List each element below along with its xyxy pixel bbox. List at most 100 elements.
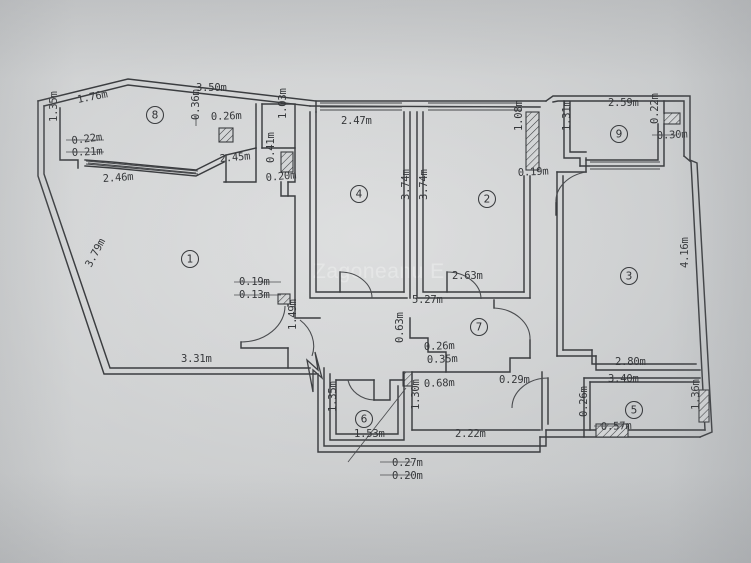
room-badge-4: 4 — [349, 184, 369, 204]
room-badge-circle — [354, 409, 374, 429]
room-5-walls — [583, 377, 701, 438]
dimension-label: 1.36m — [690, 379, 702, 410]
dimension-label: 0.35m — [427, 353, 458, 366]
room-number-label: 6 — [361, 414, 368, 426]
dimension-label: 0.22m — [649, 93, 661, 124]
dimension-label: 0.13m — [239, 289, 270, 301]
room-number-label: 1 — [187, 254, 194, 266]
dimension-label: 5.27m — [412, 294, 443, 306]
hatched-wall-5 — [663, 112, 681, 125]
dimension-label: 0.57m — [601, 420, 632, 433]
room-number-badges: 1 2 3 4 5 6 7 8 9 — [145, 105, 644, 429]
dimension-label: 1.76m — [76, 88, 108, 106]
room-badge-circle — [624, 400, 644, 420]
window-band-8 — [85, 160, 199, 175]
room-3-walls — [555, 157, 701, 371]
room-badge-7: 7 — [469, 317, 489, 337]
dimension-label: 2.22m — [455, 428, 486, 440]
room-badge-circle — [619, 266, 639, 286]
room-badge-circle — [349, 184, 369, 204]
room-badge-3: 3 — [619, 266, 639, 286]
room-9-walls — [563, 100, 665, 170]
dimension-label: 1.30m — [410, 379, 422, 410]
dimension-label: 1.31m — [561, 100, 573, 131]
dimension-label: 0.19m — [239, 276, 270, 288]
dimension-label: 1.35m — [48, 91, 60, 122]
hatched-wall-1 — [218, 127, 234, 143]
room-6-walls — [329, 371, 405, 441]
room-badge-circle — [609, 124, 629, 144]
dimension-label: 1.03m — [277, 88, 289, 119]
window-band-9 — [590, 161, 660, 170]
dimension-label: 0.21m — [72, 145, 103, 159]
hatched-wall-3 — [277, 293, 291, 305]
dimension-label: 0.27m — [392, 457, 423, 469]
dimension-label: 3.31m — [181, 353, 212, 365]
room-8-walls — [59, 103, 263, 177]
room-number-label: 8 — [152, 110, 159, 122]
room-1-door — [240, 305, 315, 369]
dimension-label: 3.79m — [83, 237, 108, 270]
room-badge-1: 1 — [180, 249, 200, 269]
dimension-label: 0.26m — [578, 386, 590, 417]
room-badge-circle — [145, 105, 165, 125]
dimension-label: 1.08m — [513, 100, 525, 131]
room-badge-8: 8 — [145, 105, 165, 125]
room-badge-2: 2 — [477, 189, 497, 209]
window-band-2 — [428, 102, 522, 111]
room-number-label: 5 — [631, 405, 638, 417]
dimension-label: 2.46m — [102, 171, 133, 185]
dimension-label: 4.16m — [679, 237, 691, 268]
dimension-label: 0.36m — [190, 89, 202, 120]
dimension-label: 1.35m — [327, 381, 339, 412]
room-2-walls — [416, 102, 531, 300]
room-badge-5: 5 — [624, 400, 644, 420]
hatched-wall-4 — [525, 111, 540, 171]
room-7-walls — [409, 299, 549, 431]
room-badge-circle — [180, 249, 200, 269]
dimension-label: 0.20m — [392, 470, 423, 482]
room-badge-9: 9 — [609, 124, 629, 144]
dimension-label: 2.59m — [608, 97, 639, 109]
room-badge-6: 6 — [354, 409, 374, 429]
hatched-wall-2 — [280, 151, 294, 173]
dimension-label: 2.45m — [219, 150, 251, 165]
window-band-4 — [320, 102, 402, 111]
dimension-label: 3.74m — [400, 169, 412, 200]
dimension-label: 0.22m — [71, 131, 103, 147]
room-number-label: 7 — [476, 322, 483, 334]
hatched-wall-segments — [218, 111, 710, 438]
room-4-walls — [309, 102, 411, 299]
room-number-label: 9 — [616, 129, 623, 141]
dimension-label: 0.26m — [424, 340, 455, 353]
room-number-label: 2 — [484, 194, 491, 206]
dimension-label: 2.80m — [615, 356, 646, 368]
dimension-leaders — [66, 116, 676, 476]
dimension-label: 2.63m — [452, 270, 483, 282]
dimension-label: 1.53m — [354, 428, 385, 440]
dimension-label: 0.20m — [265, 169, 297, 184]
room-badge-circle — [469, 317, 489, 337]
dimension-label: 0.41m — [265, 132, 277, 163]
hatched-wall-8 — [698, 389, 710, 423]
room-number-label: 4 — [356, 189, 363, 201]
dimension-label: 0.68m — [424, 377, 455, 390]
entry-corridor-walls — [223, 103, 321, 319]
north-arrow-icon — [306, 351, 324, 393]
dimension-label: 0.29m — [499, 374, 530, 386]
dimension-label: 0.30m — [657, 128, 688, 142]
dimension-label: 3.74m — [418, 169, 430, 200]
dimension-label: 3.40m — [608, 373, 639, 385]
room-badge-circle — [477, 189, 497, 209]
dimension-label: 2.47m — [341, 115, 372, 127]
watermark-text: Zagoneanu E — [313, 260, 445, 283]
dimension-label: 1.49m — [287, 299, 299, 330]
hatched-wall-7 — [595, 423, 629, 438]
dimension-label: 0.63m — [394, 312, 406, 343]
dimension-label: 3.50m — [196, 82, 227, 94]
room-number-label: 3 — [626, 271, 633, 283]
dimension-label: 0.26m — [211, 110, 242, 123]
